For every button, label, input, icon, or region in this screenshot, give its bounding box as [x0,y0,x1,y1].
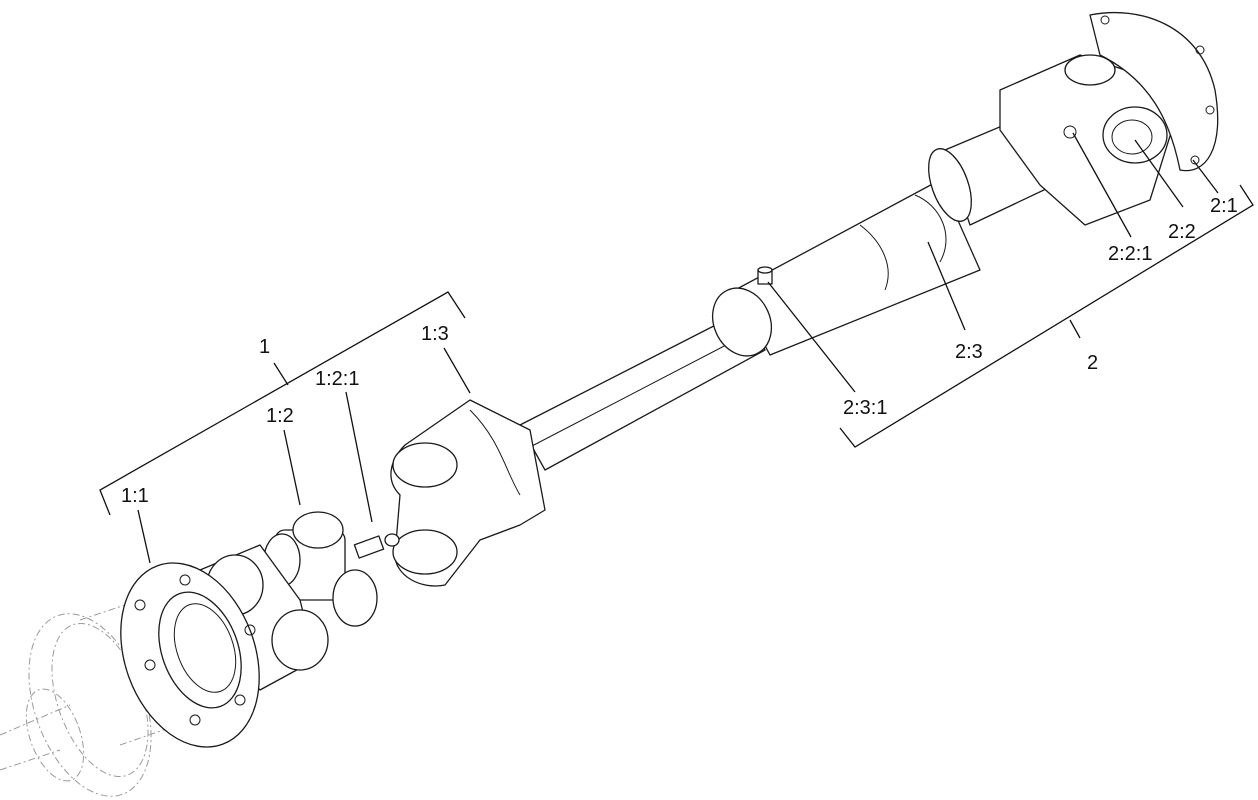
label-2-1: 2:1 [1210,195,1238,217]
yoke-2 [999,54,1176,226]
label-2-2-1: 2:2:1 [1108,243,1152,265]
group-1-bracket [99,291,466,516]
yoke-1-3 [390,399,546,587]
label-2-3-1: 2:3:1 [843,397,887,419]
group-2-bracket [839,184,1254,448]
leader-lines [137,132,1219,564]
label-2-3: 2:3 [955,341,983,363]
inner-shaft [519,309,766,471]
label-1-2-1: 1:2:1 [315,368,359,390]
label-group-2: 2 [1087,352,1098,374]
flange-2-1 [1089,11,1219,172]
grease-nipple-2-3-1 [757,266,773,285]
label-1-3: 1:3 [421,323,449,345]
label-2-2: 2:2 [1168,221,1196,243]
label-1-2: 1:2 [266,405,294,427]
label-group-1: 1 [259,336,270,358]
label-1-1: 1:1 [121,485,149,507]
outer-tube [711,179,981,357]
grease-fitting-1-2-1 [353,533,400,559]
part-labels: 1 1:1 1:2 1:2:1 1:3 2 2:1 2:2 2:2:1 2:3 … [121,195,1238,507]
flange-yoke-1-1 [120,544,329,748]
